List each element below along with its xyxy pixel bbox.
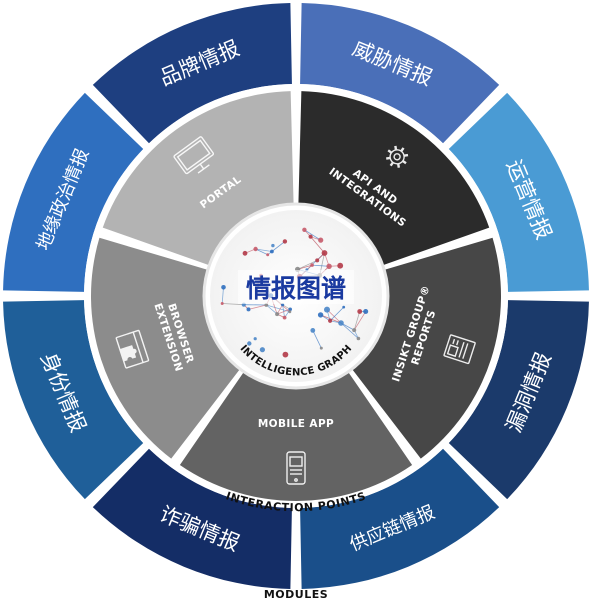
- modules-label: MODULES: [263, 588, 329, 601]
- monitor-icon: [173, 136, 215, 175]
- module-segment-5[interactable]: [92, 448, 292, 589]
- module-segment-1[interactable]: [300, 3, 500, 144]
- mobile-icon: [286, 451, 306, 485]
- module-segment-3[interactable]: [448, 300, 589, 500]
- module-segment-8[interactable]: [92, 3, 292, 144]
- module-segment-7[interactable]: [3, 92, 144, 292]
- interaction-segment-3[interactable]: [179, 371, 413, 502]
- module-segment-2[interactable]: [448, 92, 589, 292]
- interaction-segment-5[interactable]: [102, 91, 294, 266]
- outer-module-ring: [3, 3, 589, 589]
- center-title-backdrop: [238, 270, 354, 304]
- interaction-label-3: MOBILE APP: [258, 418, 334, 430]
- interaction-label-line: MOBILE APP: [258, 418, 334, 430]
- report-icon: [443, 334, 476, 365]
- gear-icon: [386, 145, 409, 168]
- module-segment-6[interactable]: [3, 300, 144, 500]
- interaction-point-icons: [115, 136, 476, 485]
- module-segment-4[interactable]: [300, 448, 500, 589]
- puzzle-icon: [115, 329, 150, 369]
- interaction-segment-1[interactable]: [298, 91, 490, 266]
- center-title: 情报图谱: [246, 274, 346, 303]
